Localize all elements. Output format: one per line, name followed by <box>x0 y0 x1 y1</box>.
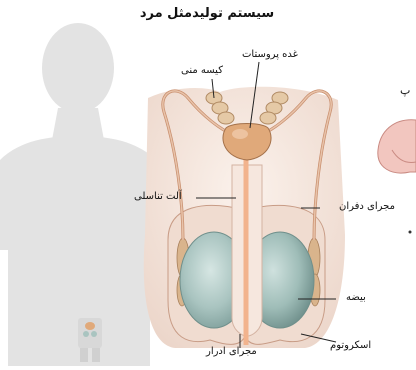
label-scrotum: اسکروتوم <box>330 340 371 351</box>
edge-text-fragment: پ <box>400 84 410 97</box>
diagram-title: سیستم تولیدمثل مرد <box>112 6 302 21</box>
label-vas-deferens: مجرای دفران <box>339 201 395 212</box>
label-urethra: مجرای ادرار <box>206 346 257 357</box>
label-testis: بیضه <box>346 292 366 303</box>
label-seminal-vesicle: کیسه منی <box>181 65 223 76</box>
label-penis: آلت تناسلی <box>134 191 182 202</box>
prostate-highlight <box>232 129 248 139</box>
label-prostate: غده پروستات <box>242 49 298 60</box>
edge-organ-fragment <box>378 120 416 234</box>
